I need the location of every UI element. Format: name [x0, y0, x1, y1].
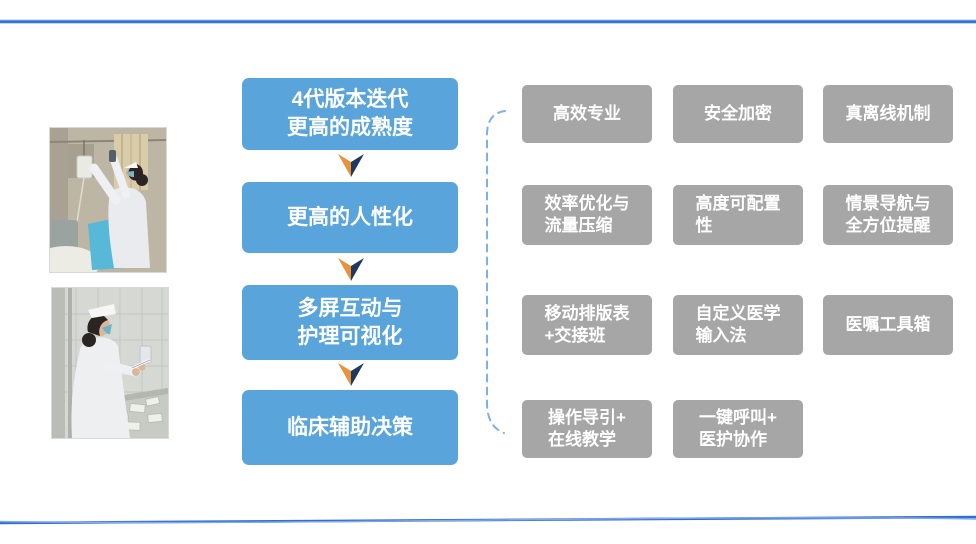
chevron-down-arrow-icon — [338, 363, 364, 386]
feature-box: 真离线机制 — [823, 85, 953, 143]
chevron-down-arrow-icon — [338, 154, 364, 177]
feature-box: 效率优化与 流量压缩 — [522, 185, 652, 245]
top-accent-line — [0, 19, 976, 24]
dashed-brace-connector — [478, 103, 510, 443]
feature-box: 高度可配置 性 — [673, 185, 803, 245]
feature-box: 情景导航与 全方位提醒 — [823, 185, 953, 245]
stage-box-version-iteration: 4代版本迭代 更高的成熟度 — [242, 78, 458, 150]
nurse-adjusting-iv-photo — [50, 128, 166, 272]
stage-box-humanization: 更高的人性化 — [242, 182, 458, 253]
feature-box: 高效专业 — [522, 85, 652, 143]
feature-box: 移动排版表 +交接班 — [522, 295, 652, 355]
feature-box: 一键呼叫+ 医护协作 — [673, 400, 803, 458]
feature-box: 安全加密 — [673, 85, 803, 143]
chevron-down-arrow-icon — [338, 258, 364, 281]
stage-box-multiscreen: 多屏互动与 护理可视化 — [242, 285, 458, 360]
feature-box: 医嘱工具箱 — [823, 295, 953, 355]
feature-box: 自定义医学 输入法 — [673, 295, 803, 355]
bottom-accent-line — [0, 508, 976, 530]
nurse-preparing-medication-photo — [52, 288, 168, 438]
feature-box: 操作导引+ 在线教学 — [522, 400, 652, 458]
stage-box-clinical-decision: 临床辅助决策 — [242, 390, 458, 465]
